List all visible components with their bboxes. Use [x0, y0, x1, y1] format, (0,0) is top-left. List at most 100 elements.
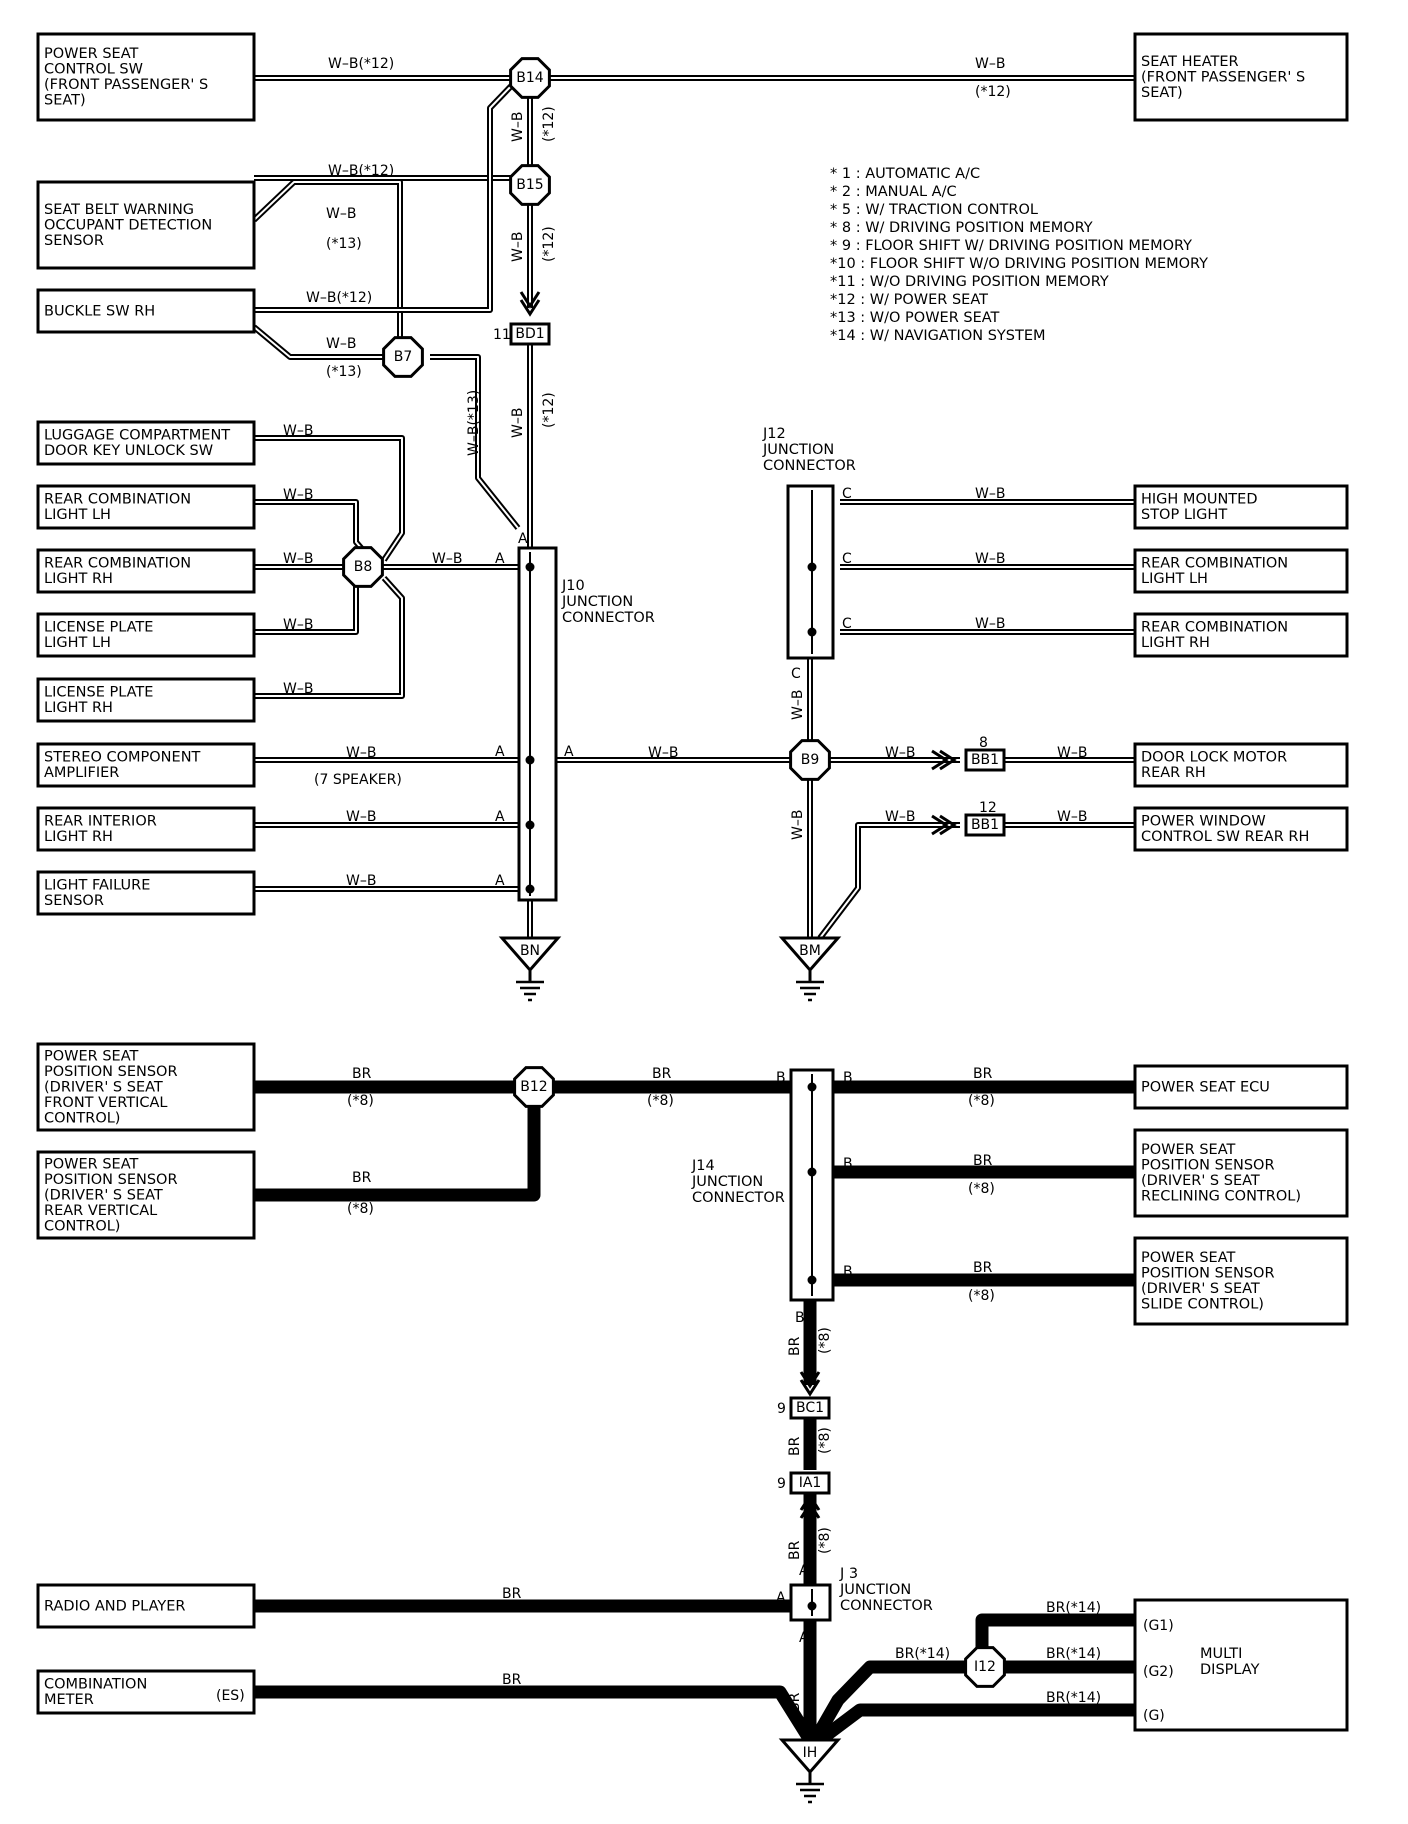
- component-label-line: REAR COMBINATION: [44, 492, 191, 508]
- component-label-line: CONTROL SW REAR RH: [1141, 829, 1309, 845]
- wire-label-n13: (*13): [326, 364, 362, 380]
- wire-label-wb: W–B: [1057, 809, 1087, 825]
- connector-bb1-a: BB1: [964, 748, 1006, 772]
- wire-label-n8: (*8): [347, 1201, 374, 1217]
- junction-label-line: JUNCTION: [762, 442, 834, 458]
- component-label-line: (DRIVER' S SEAT: [1141, 1173, 1260, 1189]
- component-label-line: REAR RH: [1141, 765, 1206, 781]
- junction-labels: J10JUNCTIONCONNECTORJ12JUNCTIONCONNECTOR…: [561, 426, 933, 1614]
- wire-label-wb: W–B: [283, 681, 313, 697]
- note-line: *13 : W/O POWER SEAT: [830, 310, 1000, 326]
- wire-label-wb: W–B: [346, 809, 376, 825]
- component-label-line: LIGHT RH: [1141, 635, 1210, 651]
- component-label-line: REAR COMBINATION: [1141, 556, 1288, 572]
- component-label-line: POWER SEAT: [1141, 1142, 1235, 1158]
- wire-label-wb: W–B: [1057, 745, 1087, 761]
- connector-label: BD1: [515, 326, 544, 342]
- br-wire: [816, 1703, 1135, 1746]
- note-line: *10 : FLOOR SHIFT W/O DRIVING POSITION M…: [830, 256, 1208, 272]
- wire-label-wb: W–B: [885, 809, 915, 825]
- wire-label-wb: W–B: [510, 112, 526, 142]
- component-label-line: REAR VERTICAL: [44, 1203, 157, 1219]
- wire-label-n12: (*12): [541, 106, 557, 142]
- wb-wire-core: [253, 326, 384, 358]
- component-label-line: STEREO COMPONENT: [44, 750, 201, 766]
- junction-label-line: CONNECTOR: [840, 1598, 933, 1614]
- connector-bc1: BC1: [789, 1396, 831, 1420]
- wire-label-n8: (*8): [817, 1527, 833, 1554]
- wire-label-br: BR: [502, 1672, 522, 1688]
- pin-c: C: [842, 551, 852, 567]
- pin-c: C: [791, 666, 801, 682]
- junction-bars: [517, 484, 835, 1622]
- wire-label-wb: W–B: [975, 551, 1005, 567]
- junction-label-line: J12: [762, 426, 786, 442]
- wire-label-n12: (*12): [541, 392, 557, 428]
- pin-a: A: [495, 809, 505, 825]
- component-radio: RADIO AND PLAYER: [36, 1583, 256, 1629]
- ground-label: IH: [803, 1745, 818, 1761]
- component-label-line: RECLINING CONTROL): [1141, 1189, 1301, 1205]
- wire-label-wb: W–B: [648, 745, 678, 761]
- wire-label-br: BR: [973, 1153, 993, 1169]
- wire-label-br: BR: [652, 1066, 672, 1082]
- wb-wires: [251, 75, 1135, 940]
- br-wire: [254, 1087, 541, 1202]
- component-label-line: LIGHT LH: [44, 635, 111, 651]
- junction-label-line: CONNECTOR: [763, 458, 856, 474]
- note-line: * 5 : W/ TRACTION CONTROL: [830, 202, 1038, 218]
- component-label-line: SEAT): [1141, 85, 1183, 101]
- connector-b8: B8: [342, 546, 384, 588]
- pin-a: A: [799, 1630, 809, 1646]
- br-wire: [254, 1685, 816, 1744]
- pin-g1: (G1): [1143, 1618, 1174, 1634]
- component-label-line: REAR COMBINATION: [44, 556, 191, 572]
- component-label-line: COMBINATION: [44, 1677, 147, 1693]
- component-label-line: POWER SEAT: [44, 1156, 138, 1172]
- note-line: *12 : W/ POWER SEAT: [830, 292, 988, 308]
- pin-a: A: [564, 744, 574, 760]
- component-label-line: DOOR LOCK MOTOR: [1141, 750, 1287, 766]
- wire-label-wb: W–B: [283, 487, 313, 503]
- wire-label-n8: (*8): [647, 1093, 674, 1109]
- wire-label-br: BR: [502, 1586, 522, 1602]
- component-label-line: OCCUPANT DETECTION: [44, 217, 212, 233]
- wb-wire-core: [430, 356, 519, 529]
- wire-label-wb13: W–B(*13): [466, 390, 482, 456]
- pin-bc1: 9: [777, 1401, 786, 1417]
- component-label-line: BUCKLE SW RH: [44, 303, 155, 319]
- pin-ia1: 9: [777, 1476, 786, 1492]
- component-label-line: SENSOR: [44, 233, 104, 249]
- component-label-line: DISPLAY: [1200, 1662, 1260, 1678]
- connector-label: B15: [516, 177, 543, 193]
- component-label-line: CONTROL SW: [44, 62, 143, 78]
- component-label-line: POSITION SENSOR: [44, 1172, 178, 1188]
- br-wire: [809, 1660, 966, 1744]
- pin-c: C: [842, 616, 852, 632]
- wire-label-wb: W–B: [790, 690, 806, 720]
- ground-ih: IH: [778, 1738, 842, 1804]
- pin-b: B: [843, 1264, 853, 1280]
- wire-label-wb: W–B: [510, 408, 526, 438]
- pin-a: A: [495, 873, 505, 889]
- connector-label: B9: [801, 752, 820, 768]
- junction-label-line: JUNCTION: [839, 1582, 911, 1598]
- wire-label-br14: BR(*14): [1046, 1600, 1101, 1616]
- wire-label-wb12: W–B(*12): [328, 163, 394, 179]
- component-seat-heater: SEAT HEATER(FRONT PASSENGER' S SEAT): [1133, 32, 1349, 122]
- wb-wire-core: [254, 501, 369, 557]
- component-label-line: CONTROL): [44, 1110, 120, 1126]
- component-label-line: POWER SEAT: [44, 46, 138, 62]
- component-label-line: HIGH MOUNTED: [1141, 492, 1258, 508]
